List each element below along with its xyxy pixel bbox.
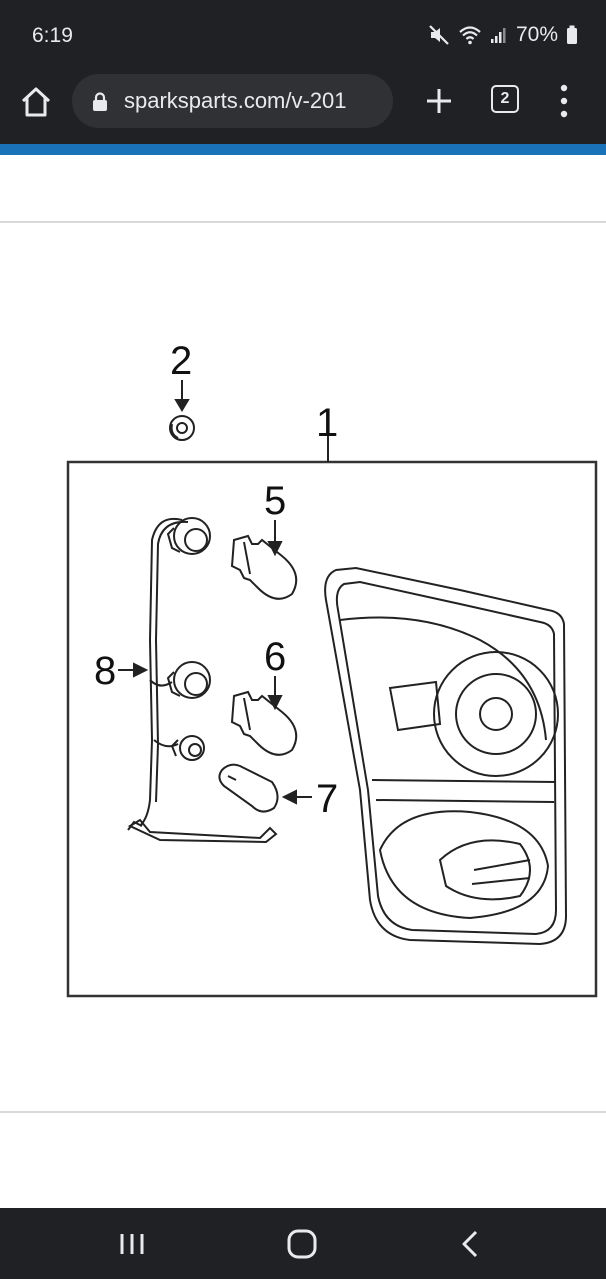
callout-6: 6 [264, 635, 286, 679]
callout-7: 7 [316, 777, 338, 821]
back-icon[interactable] [452, 1226, 492, 1262]
mute-icon [429, 25, 449, 45]
url-text[interactable]: sparksparts.com/v-201 [124, 88, 347, 113]
assembly-box [66, 460, 598, 998]
lock-icon [93, 92, 107, 111]
page-load-progress [0, 144, 606, 155]
callout-1: 1 [316, 401, 338, 445]
signal-icon [490, 28, 506, 43]
status-icons: 70% [428, 23, 578, 47]
part-8-wiring-harness [127, 517, 278, 844]
divider-bottom [0, 1111, 606, 1113]
address-bar[interactable]: sparksparts.com/v-201 [72, 74, 393, 128]
part-6-bulb [230, 690, 298, 756]
part-7-bulb [218, 763, 279, 813]
tabs-button[interactable]: 2 [491, 85, 519, 113]
tail-lamp-parts-diagram: 1 2 5 6 7 8 [66, 339, 598, 998]
home-circle-icon[interactable] [282, 1226, 322, 1262]
callout-8: 8 [94, 649, 116, 693]
callout-2: 2 [170, 339, 192, 383]
status-bar: 6:19 70% [0, 0, 606, 70]
status-time: 6:19 [32, 24, 73, 47]
recents-icon[interactable] [112, 1226, 152, 1262]
divider-top [0, 221, 606, 223]
wifi-icon [459, 26, 481, 45]
home-icon[interactable] [18, 84, 54, 120]
battery-icon [567, 25, 577, 44]
callout-5: 5 [264, 479, 286, 523]
plus-icon[interactable] [422, 84, 456, 118]
part-1-tail-lamp-lens [324, 566, 568, 946]
browser-toolbar: sparksparts.com/v-201 2 [0, 70, 606, 144]
part-5-bulb [230, 534, 298, 600]
system-nav-bar [0, 1208, 606, 1279]
battery-percent: 70% [515, 23, 558, 46]
more-vert-icon[interactable] [556, 82, 572, 120]
part-2-clip [169, 380, 195, 441]
